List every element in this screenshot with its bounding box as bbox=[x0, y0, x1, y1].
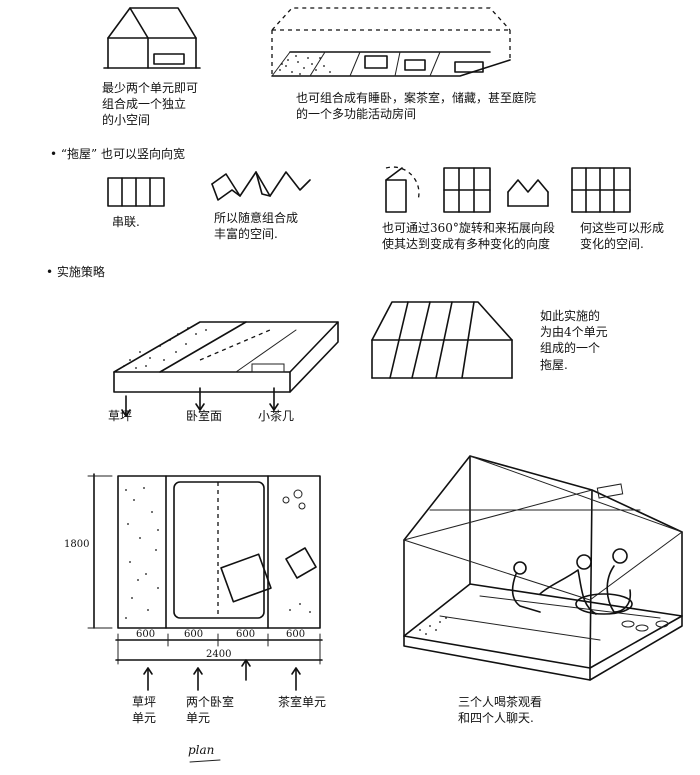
long-house-sketch bbox=[271, 7, 511, 77]
dimension-1: 600 bbox=[136, 629, 156, 640]
label-bedroom: 卧室面 bbox=[186, 409, 223, 423]
unit-label-lawn: 草坪 单元 bbox=[132, 695, 157, 726]
grid-wide-sketch bbox=[571, 167, 631, 213]
dimension-3: 600 bbox=[236, 629, 256, 640]
plan-label: plan bbox=[188, 743, 215, 757]
note-series: 串联. bbox=[112, 215, 140, 229]
note-free-combination: 所以随意组合成 丰富的空间. bbox=[214, 211, 299, 242]
grid-strip-sketch bbox=[107, 177, 165, 207]
unit-label-tea-room: 茶室单元 bbox=[278, 695, 327, 709]
dimension-4: 600 bbox=[286, 629, 306, 640]
heading-strategy: • 实施策略 bbox=[46, 265, 105, 279]
label-tea-table: 小茶几 bbox=[258, 409, 295, 423]
double-gable-sketch bbox=[507, 179, 549, 207]
note-four-units: 如此实施的 为由4个单元 组成的一个 拖屋. bbox=[540, 309, 608, 372]
grid-square-sketch bbox=[443, 167, 491, 213]
note-multi-function: 也可组合成有睡卧，案茶室，储藏，甚至庭院 的一个多功能活动房间 bbox=[296, 91, 537, 122]
dimension-2: 600 bbox=[184, 629, 204, 640]
note-variation: 何这些可以形成 变化的空间. bbox=[580, 221, 665, 252]
platform-sketch bbox=[113, 321, 339, 417]
small-house-sketch bbox=[103, 7, 201, 69]
unit-label-bedrooms: 两个卧室 单元 bbox=[186, 695, 235, 726]
label-lawn: 草坪 bbox=[108, 409, 133, 423]
dimension-total: 2400 bbox=[206, 649, 232, 660]
dimension-height: 1800 bbox=[64, 539, 90, 550]
note-rotation: 也可通过360°旋转和来拓展向段 使其达到变成有多种变化的向度 bbox=[382, 221, 555, 252]
rotation-sketch bbox=[385, 166, 420, 213]
house-frame-sketch bbox=[371, 301, 513, 379]
note-minimum-units: 最少两个单元即可 组合成一个独立 的小空间 bbox=[102, 81, 199, 128]
heading-extension: • “拖屋” 也可以竖向向宽 bbox=[50, 147, 185, 161]
zigzag-sketch bbox=[211, 171, 311, 201]
floor-plan-sketch bbox=[87, 473, 323, 763]
perspective-sketch bbox=[403, 455, 683, 681]
note-people: 三个人喝茶观看 和四个人聊天. bbox=[458, 695, 543, 726]
